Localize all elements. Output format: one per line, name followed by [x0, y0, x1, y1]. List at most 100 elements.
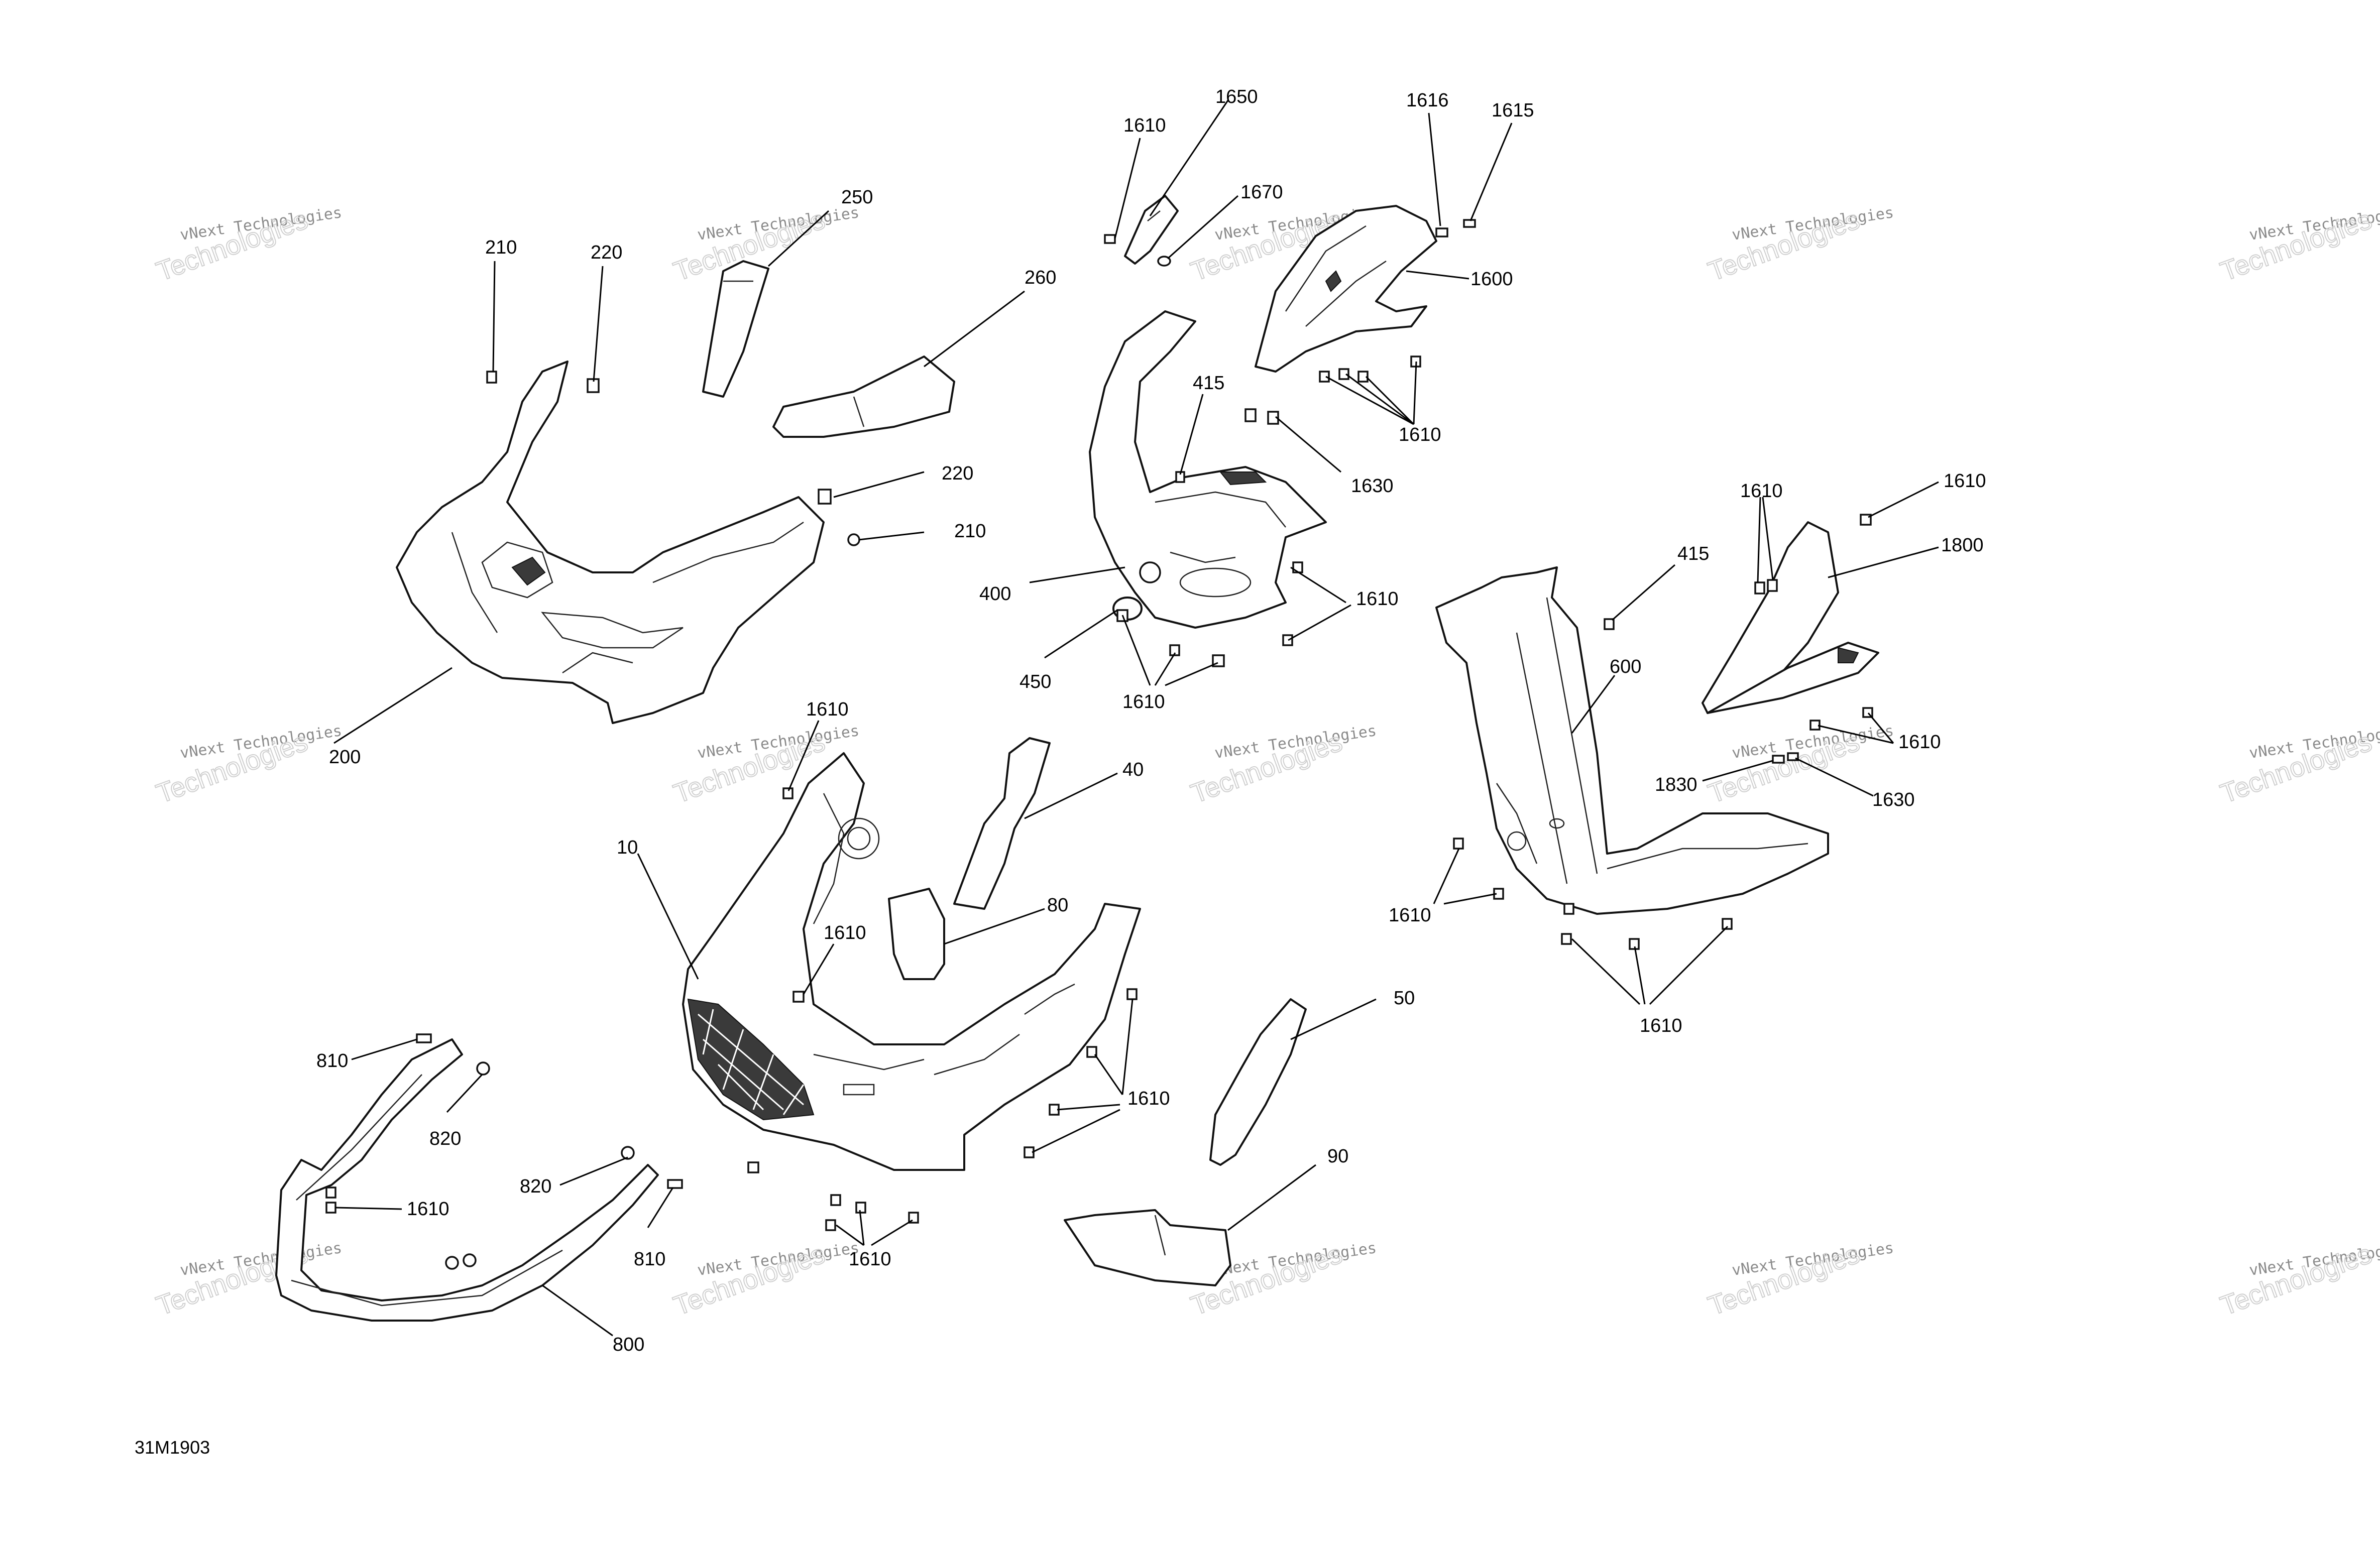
callout-210: 210 — [485, 237, 517, 258]
clip-icon — [825, 1219, 836, 1231]
clip-icon — [325, 1202, 336, 1214]
washer-icon — [1157, 256, 1171, 267]
part-1600-upper-panel — [1255, 205, 1437, 373]
callout-200: 200 — [329, 747, 361, 768]
watermark: vNext Technologies Technologies — [1704, 722, 1895, 809]
clip-icon — [1357, 371, 1369, 383]
figure-id: 31M1903 — [135, 1437, 210, 1458]
clip-icon — [1086, 1046, 1097, 1058]
clip-icon — [1319, 371, 1330, 383]
clip-icon — [782, 787, 794, 799]
clip-icon — [1338, 368, 1349, 380]
svg-text:Technologies: Technologies — [1705, 1239, 1864, 1321]
clip-icon — [1561, 933, 1572, 945]
callout-415: 415 — [1677, 543, 1709, 564]
screw-icon — [1104, 234, 1116, 244]
clip-icon — [1629, 938, 1640, 950]
callout-810: 810 — [634, 1249, 665, 1270]
clip-icon — [1453, 838, 1464, 850]
nut-icon — [476, 1061, 490, 1076]
screw-icon — [1463, 219, 1476, 228]
svg-text:Technologies: Technologies — [2217, 1239, 2376, 1321]
callout-450: 450 — [1019, 671, 1051, 692]
watermark: vNext Technologies Technologies — [152, 722, 343, 809]
callout-1610: 1610 — [1123, 115, 1166, 136]
callout-210: 210 — [954, 521, 986, 542]
part-400-side-panel — [1089, 310, 1327, 629]
part-50-insert — [1209, 998, 1307, 1166]
part-1800-trim — [1702, 521, 1879, 714]
callout-1610: 1610 — [1122, 691, 1165, 713]
callout-1610: 1610 — [1127, 1088, 1170, 1109]
callout-1800: 1800 — [1941, 535, 1984, 556]
callout-1670: 1670 — [1240, 182, 1283, 203]
clip-icon — [855, 1202, 866, 1214]
callout-90: 90 — [1327, 1146, 1348, 1167]
callout-40: 40 — [1122, 759, 1144, 780]
screw-icon — [847, 533, 860, 546]
callout-600: 600 — [1610, 656, 1641, 677]
callout-1630: 1630 — [1872, 789, 1915, 810]
callout-1616: 1616 — [1406, 90, 1449, 111]
nut-icon — [445, 1256, 459, 1270]
callout-250: 250 — [841, 187, 873, 208]
callout-1630: 1630 — [1351, 476, 1394, 497]
clip-icon — [830, 1194, 841, 1206]
callout-1610: 1610 — [1640, 1015, 1682, 1036]
nut-icon — [621, 1146, 635, 1160]
svg-text:Technologies: Technologies — [1705, 204, 1864, 287]
callout-1610: 1610 — [806, 699, 849, 720]
clip-icon — [1169, 644, 1180, 656]
callout-1610: 1610 — [1944, 470, 1986, 492]
callout-10: 10 — [617, 837, 638, 858]
callout-820: 820 — [429, 1128, 461, 1149]
clip-icon — [818, 489, 832, 505]
part-250-bracket — [702, 260, 769, 398]
part-90-pad — [1064, 1209, 1231, 1286]
watermark: vNext Technologies Technologies — [1704, 204, 1895, 287]
clip-icon — [1754, 581, 1765, 595]
watermark: vNext Technologies Technologies — [1187, 722, 1378, 809]
part-1650-handle — [1104, 195, 1179, 267]
callout-1610: 1610 — [849, 1249, 891, 1270]
fasteners-200 — [486, 371, 860, 546]
watermark: vNext Technologies Technologies — [2216, 204, 2380, 287]
callout-800: 800 — [613, 1334, 644, 1355]
svg-text:Technologies: Technologies — [670, 1239, 829, 1321]
fasteners-1600 — [1244, 219, 1476, 425]
clip-icon — [1282, 634, 1293, 646]
clip-icon — [1244, 408, 1257, 422]
part-10-front-bumper — [682, 752, 1141, 1171]
callout-80: 80 — [1047, 895, 1068, 916]
clip-icon — [1267, 411, 1279, 425]
part-200-upper-fascia — [396, 361, 825, 724]
plug-icon — [1139, 561, 1161, 583]
fasteners-800 — [325, 1033, 683, 1270]
callout-1610: 1610 — [1356, 588, 1399, 610]
clip-icon — [792, 991, 805, 1003]
callout-260: 260 — [1025, 267, 1056, 288]
clip-icon — [325, 1186, 336, 1199]
part-40-insert — [953, 737, 1051, 910]
leader-lines — [333, 100, 1939, 1337]
callout-400: 400 — [979, 583, 1011, 605]
clip-icon — [1767, 579, 1778, 592]
callout-1610: 1610 — [1898, 732, 1941, 753]
callouts: 1650 1610 1670 1616 1615 1600 250 210 22… — [316, 86, 1986, 1355]
callout-1610: 1610 — [1399, 424, 1441, 445]
svg-text:Technologies: Technologies — [153, 204, 312, 287]
bolt-icon — [416, 1033, 432, 1043]
clip-icon — [1772, 755, 1785, 764]
clip-icon — [1722, 918, 1733, 930]
part-80-spacer — [888, 888, 945, 980]
clip-icon — [1435, 227, 1448, 238]
fasteners-600 — [1453, 618, 1733, 950]
callout-220: 220 — [942, 463, 973, 484]
callout-1610: 1610 — [407, 1199, 449, 1220]
clip-icon — [1809, 720, 1821, 731]
callout-50: 50 — [1394, 988, 1415, 1009]
clip-icon — [1604, 618, 1615, 630]
callout-220: 220 — [591, 242, 622, 263]
bolt-icon — [667, 1179, 683, 1189]
